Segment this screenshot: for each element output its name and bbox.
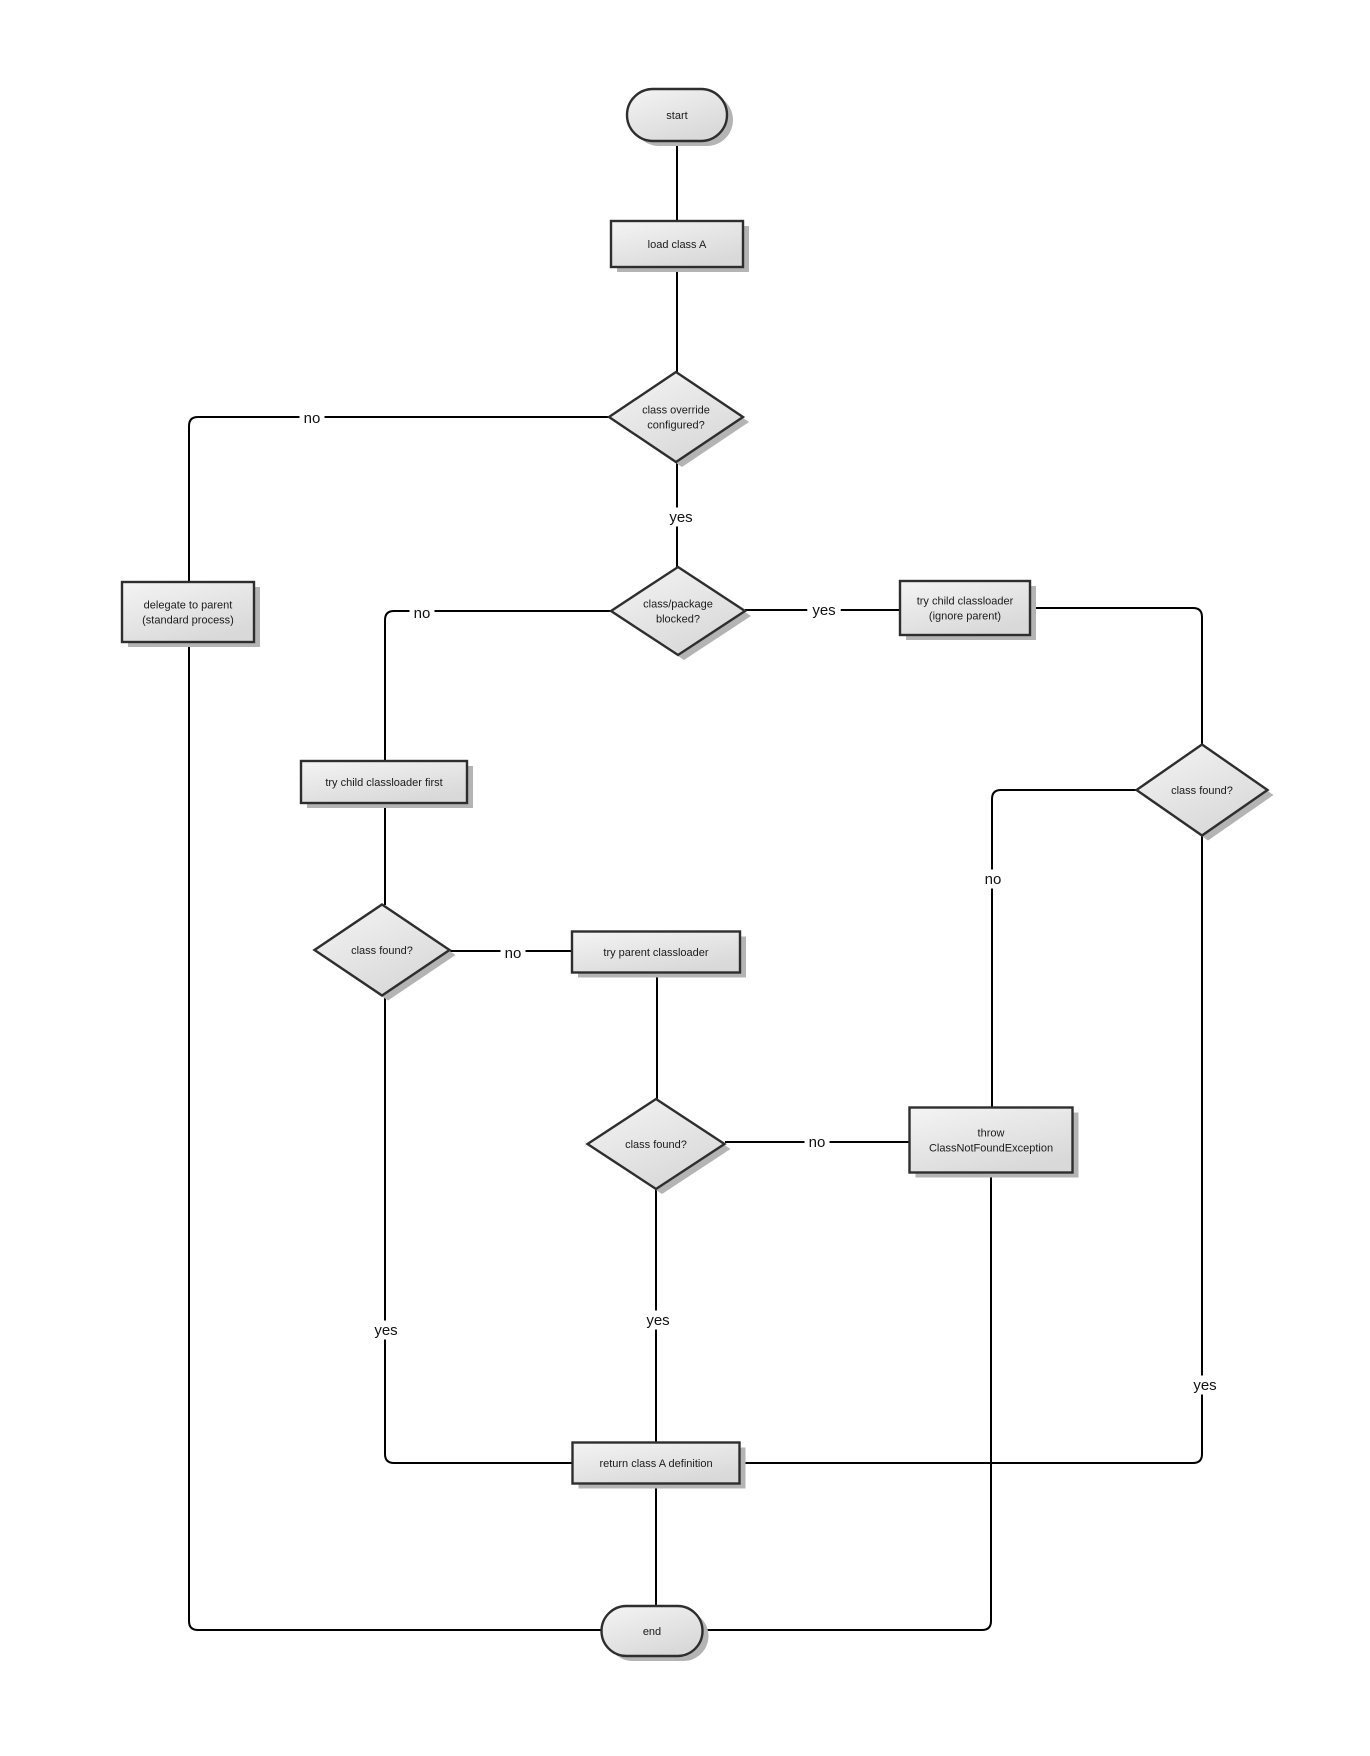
edge-label-found-left-no: no bbox=[500, 943, 526, 963]
node-start: start bbox=[625, 87, 733, 146]
node-label: end bbox=[643, 1626, 661, 1638]
edge-throw-to-end bbox=[703, 1173, 992, 1631]
edge-labels-layer: yes no no yes no yes no yes no yes bbox=[299, 408, 1222, 1395]
edge-label-text: no bbox=[985, 871, 1002, 888]
edge-delegate-to-end bbox=[188, 642, 602, 1631]
terminator-shape bbox=[600, 1604, 704, 1658]
decision-shape bbox=[608, 565, 748, 657]
edge-label-text: no bbox=[304, 410, 321, 427]
node-class-found-right: class found? bbox=[1134, 743, 1274, 841]
node-end: end bbox=[600, 1604, 709, 1661]
edge-label-backing bbox=[500, 943, 526, 963]
edge-label-text: no bbox=[505, 945, 522, 962]
node-load-class-a: load class A bbox=[609, 219, 749, 272]
terminator-shape bbox=[625, 87, 729, 143]
edge-label-text: no bbox=[414, 605, 431, 622]
edge-override-no bbox=[188, 416, 609, 582]
edge-label-backing bbox=[980, 869, 1006, 889]
node-label: class found? bbox=[1171, 785, 1233, 797]
edge-label-backing bbox=[1188, 1375, 1222, 1395]
edge-label-found-middle-no: no bbox=[804, 1132, 830, 1152]
edge-label-backing bbox=[641, 1310, 675, 1330]
edge-label-blocked-yes: yes bbox=[807, 600, 841, 620]
decision-shape bbox=[1134, 743, 1270, 837]
process-shape bbox=[609, 219, 745, 269]
edge-label-text: no bbox=[809, 1134, 826, 1151]
decision-shape bbox=[312, 903, 452, 997]
edge-label-backing bbox=[299, 408, 325, 428]
edge-label-text: yes bbox=[646, 1312, 669, 1329]
edge-label-text: yes bbox=[812, 602, 835, 619]
edge-label-text: yes bbox=[1193, 1377, 1216, 1394]
process-shape bbox=[570, 930, 742, 974]
process-shape bbox=[898, 579, 1032, 637]
node-return-class-a: return class A definition bbox=[571, 1441, 746, 1489]
node-delegate-to-parent: delegate to parent(standard process) bbox=[120, 580, 260, 647]
node-try-child-first: try child classloader first bbox=[299, 759, 473, 808]
node-label: start bbox=[666, 110, 687, 122]
edge-found-right-no bbox=[991, 789, 1137, 1108]
node-label: try child classloader(ignore parent) bbox=[917, 596, 1014, 623]
edge-label-blocked-no: no bbox=[409, 603, 435, 623]
process-shape bbox=[571, 1441, 741, 1485]
node-try-child-ignore-parent: try child classloader(ignore parent) bbox=[898, 579, 1036, 640]
node-label: class found? bbox=[625, 1139, 687, 1151]
node-label: try child classloader first bbox=[325, 777, 442, 789]
node-label: delegate to parent(standard process) bbox=[142, 600, 234, 627]
edge-label-override-no: no bbox=[299, 408, 325, 428]
edges-layer bbox=[188, 141, 1203, 1631]
edge-label-text: yes bbox=[669, 509, 692, 526]
edge-ignore-parent-to-found bbox=[1030, 607, 1203, 744]
edge-blocked-no bbox=[384, 610, 611, 761]
node-class-found-left: class found? bbox=[312, 903, 456, 1001]
process-shape bbox=[299, 759, 469, 805]
edge-label-backing bbox=[807, 600, 841, 620]
edge-label-backing bbox=[804, 1132, 830, 1152]
process-shape bbox=[120, 580, 256, 644]
edge-label-found-left-yes: yes bbox=[369, 1320, 403, 1340]
node-label: class found? bbox=[351, 945, 413, 957]
node-label: try parent classloader bbox=[603, 947, 708, 959]
edge-label-override-yes: yes bbox=[664, 507, 698, 527]
node-try-parent-classloader: try parent classloader bbox=[570, 930, 746, 978]
node-class-found-middle: class found? bbox=[585, 1097, 731, 1194]
decision-shape bbox=[585, 1097, 727, 1191]
edge-found-left-yes bbox=[384, 996, 572, 1464]
process-shape bbox=[908, 1106, 1074, 1174]
edge-label-found-middle-yes: yes bbox=[641, 1310, 675, 1330]
node-label: load class A bbox=[648, 239, 707, 251]
edge-label-backing bbox=[409, 603, 435, 623]
node-label: return class A definition bbox=[599, 1458, 712, 1470]
edge-label-found-right-no: no bbox=[980, 869, 1006, 889]
decision-shape bbox=[606, 370, 746, 464]
edge-label-backing bbox=[664, 507, 698, 527]
edge-label-text: yes bbox=[374, 1322, 397, 1339]
edge-found-right-yes bbox=[739, 835, 1203, 1464]
edge-label-found-right-yes: yes bbox=[1188, 1375, 1222, 1395]
edge-label-backing bbox=[369, 1320, 403, 1340]
